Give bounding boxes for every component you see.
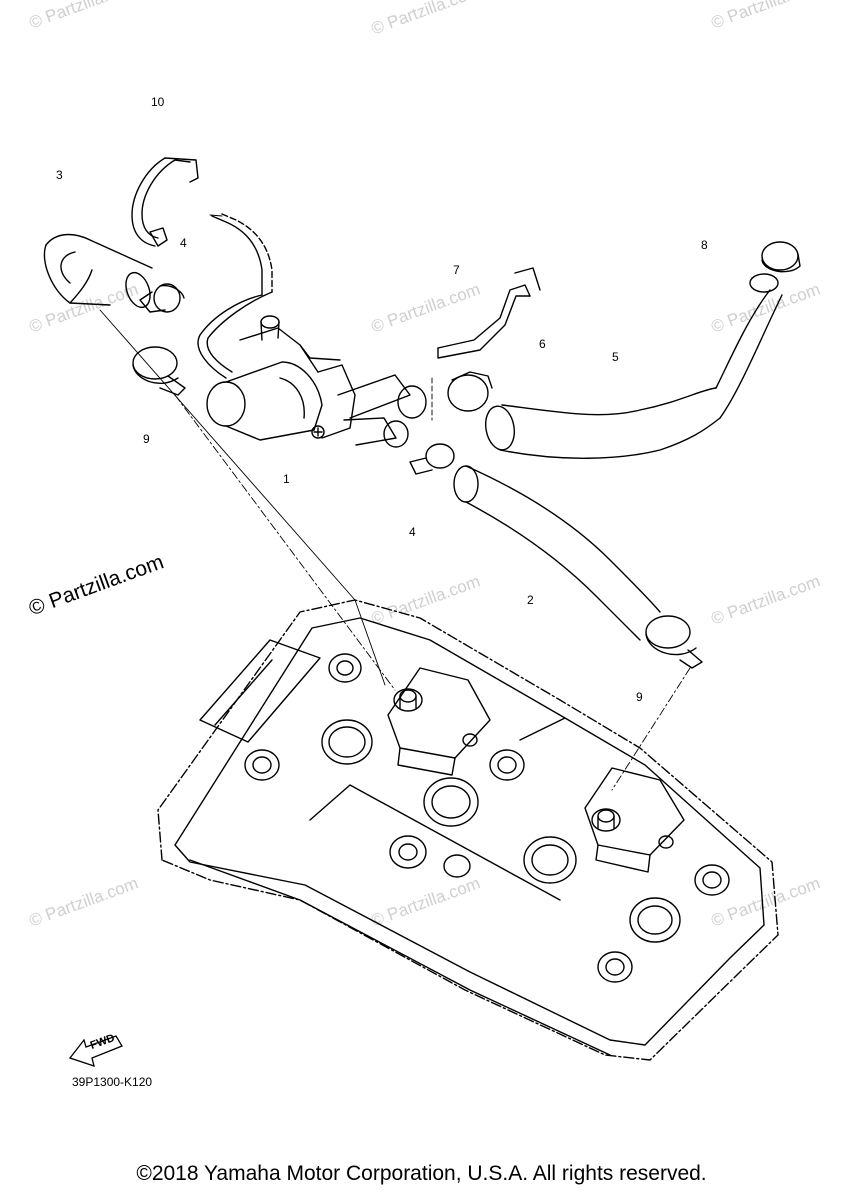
reed-cover-right <box>584 767 685 873</box>
cylinder-head-cover <box>157 599 779 1061</box>
clip-part-4-upper <box>139 283 185 313</box>
valve-part-1 <box>206 315 356 441</box>
callout-9-right: 9 <box>636 690 643 704</box>
bracket-part-7 <box>437 267 541 359</box>
plug-wells <box>321 719 681 943</box>
clip-part-6 <box>447 371 493 412</box>
diagram-code: 39P1300-K120 <box>72 1075 153 1089</box>
hose-part-2 <box>453 465 661 641</box>
hose-part-3 <box>43 233 153 309</box>
fwd-arrow <box>68 1035 123 1067</box>
callout-1: 1 <box>283 472 290 486</box>
clip-part-9-left <box>132 346 186 396</box>
bolt-bosses <box>244 653 730 983</box>
clip-part-9-right <box>645 615 703 669</box>
copyright-notice: ©2018 Yamaha Motor Corporation, U.S.A. A… <box>136 1162 707 1185</box>
callout-5: 5 <box>612 350 619 364</box>
callout-8: 8 <box>701 238 708 252</box>
callout-3: 3 <box>56 168 63 182</box>
clip-part-4-lower <box>409 443 455 475</box>
callout-4-upper: 4 <box>180 236 187 250</box>
air-tube <box>197 213 273 379</box>
callout-7: 7 <box>453 263 460 277</box>
callout-10: 10 <box>151 95 165 109</box>
clamp-band-part-10 <box>131 157 199 247</box>
reed-cover-left <box>387 667 491 776</box>
callout-6: 6 <box>539 337 546 351</box>
clip-part-8 <box>761 241 801 273</box>
hose-part-5 <box>484 273 783 459</box>
callout-2: 2 <box>527 593 534 607</box>
valve-outlets <box>337 374 427 448</box>
callout-9-left: 9 <box>143 432 150 446</box>
callout-4-lower: 4 <box>409 525 416 539</box>
